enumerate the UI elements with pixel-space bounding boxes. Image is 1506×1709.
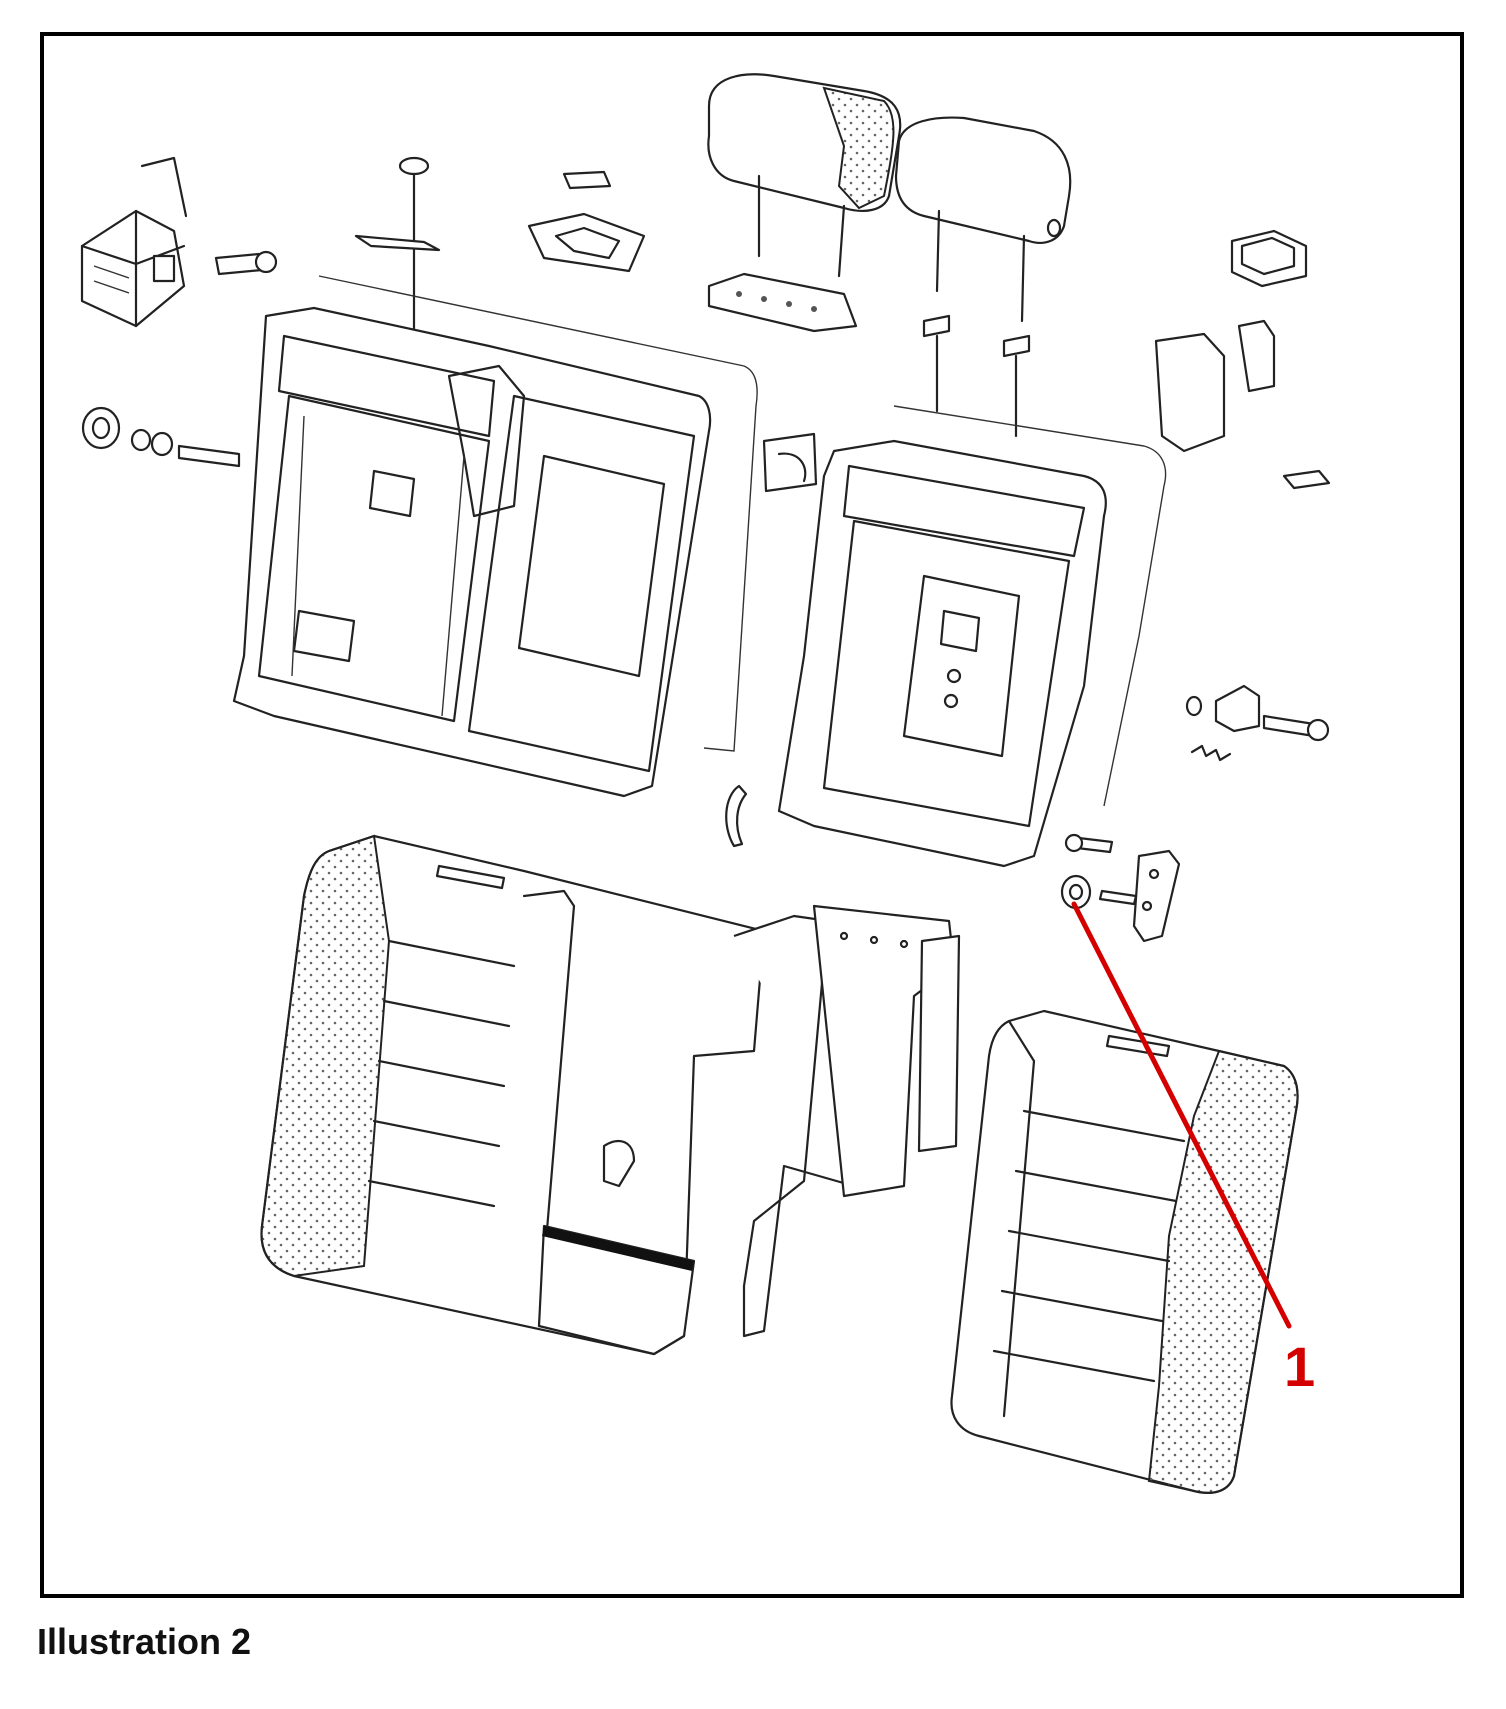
center-armrest-panel (602, 904, 961, 1338)
hinge-bracket (1185, 684, 1330, 762)
clip-parts (527, 170, 646, 273)
backrest-cover-left (260, 834, 766, 1356)
diagram-frame: 1 (40, 32, 1464, 1598)
backrest-frame-right (777, 405, 1167, 868)
hinge-plate (1064, 833, 1181, 943)
backrest-frame-left (232, 275, 758, 798)
callout-1: 1 (1071, 901, 1315, 1398)
bolt (214, 250, 278, 276)
callout-1-label: 1 (1284, 1335, 1315, 1398)
seat-exploded-view: 1 (80, 73, 1331, 1494)
latch-bracket (80, 156, 188, 328)
headrest-right (894, 116, 1072, 438)
mount-plate (762, 432, 818, 493)
headrest-left (707, 73, 902, 333)
backrest-cover-right (950, 1009, 1299, 1494)
curved-clip (725, 784, 748, 848)
washer-set (81, 406, 241, 468)
switch-housing (1154, 229, 1331, 490)
figure-caption: Illustration 2 (37, 1621, 252, 1662)
